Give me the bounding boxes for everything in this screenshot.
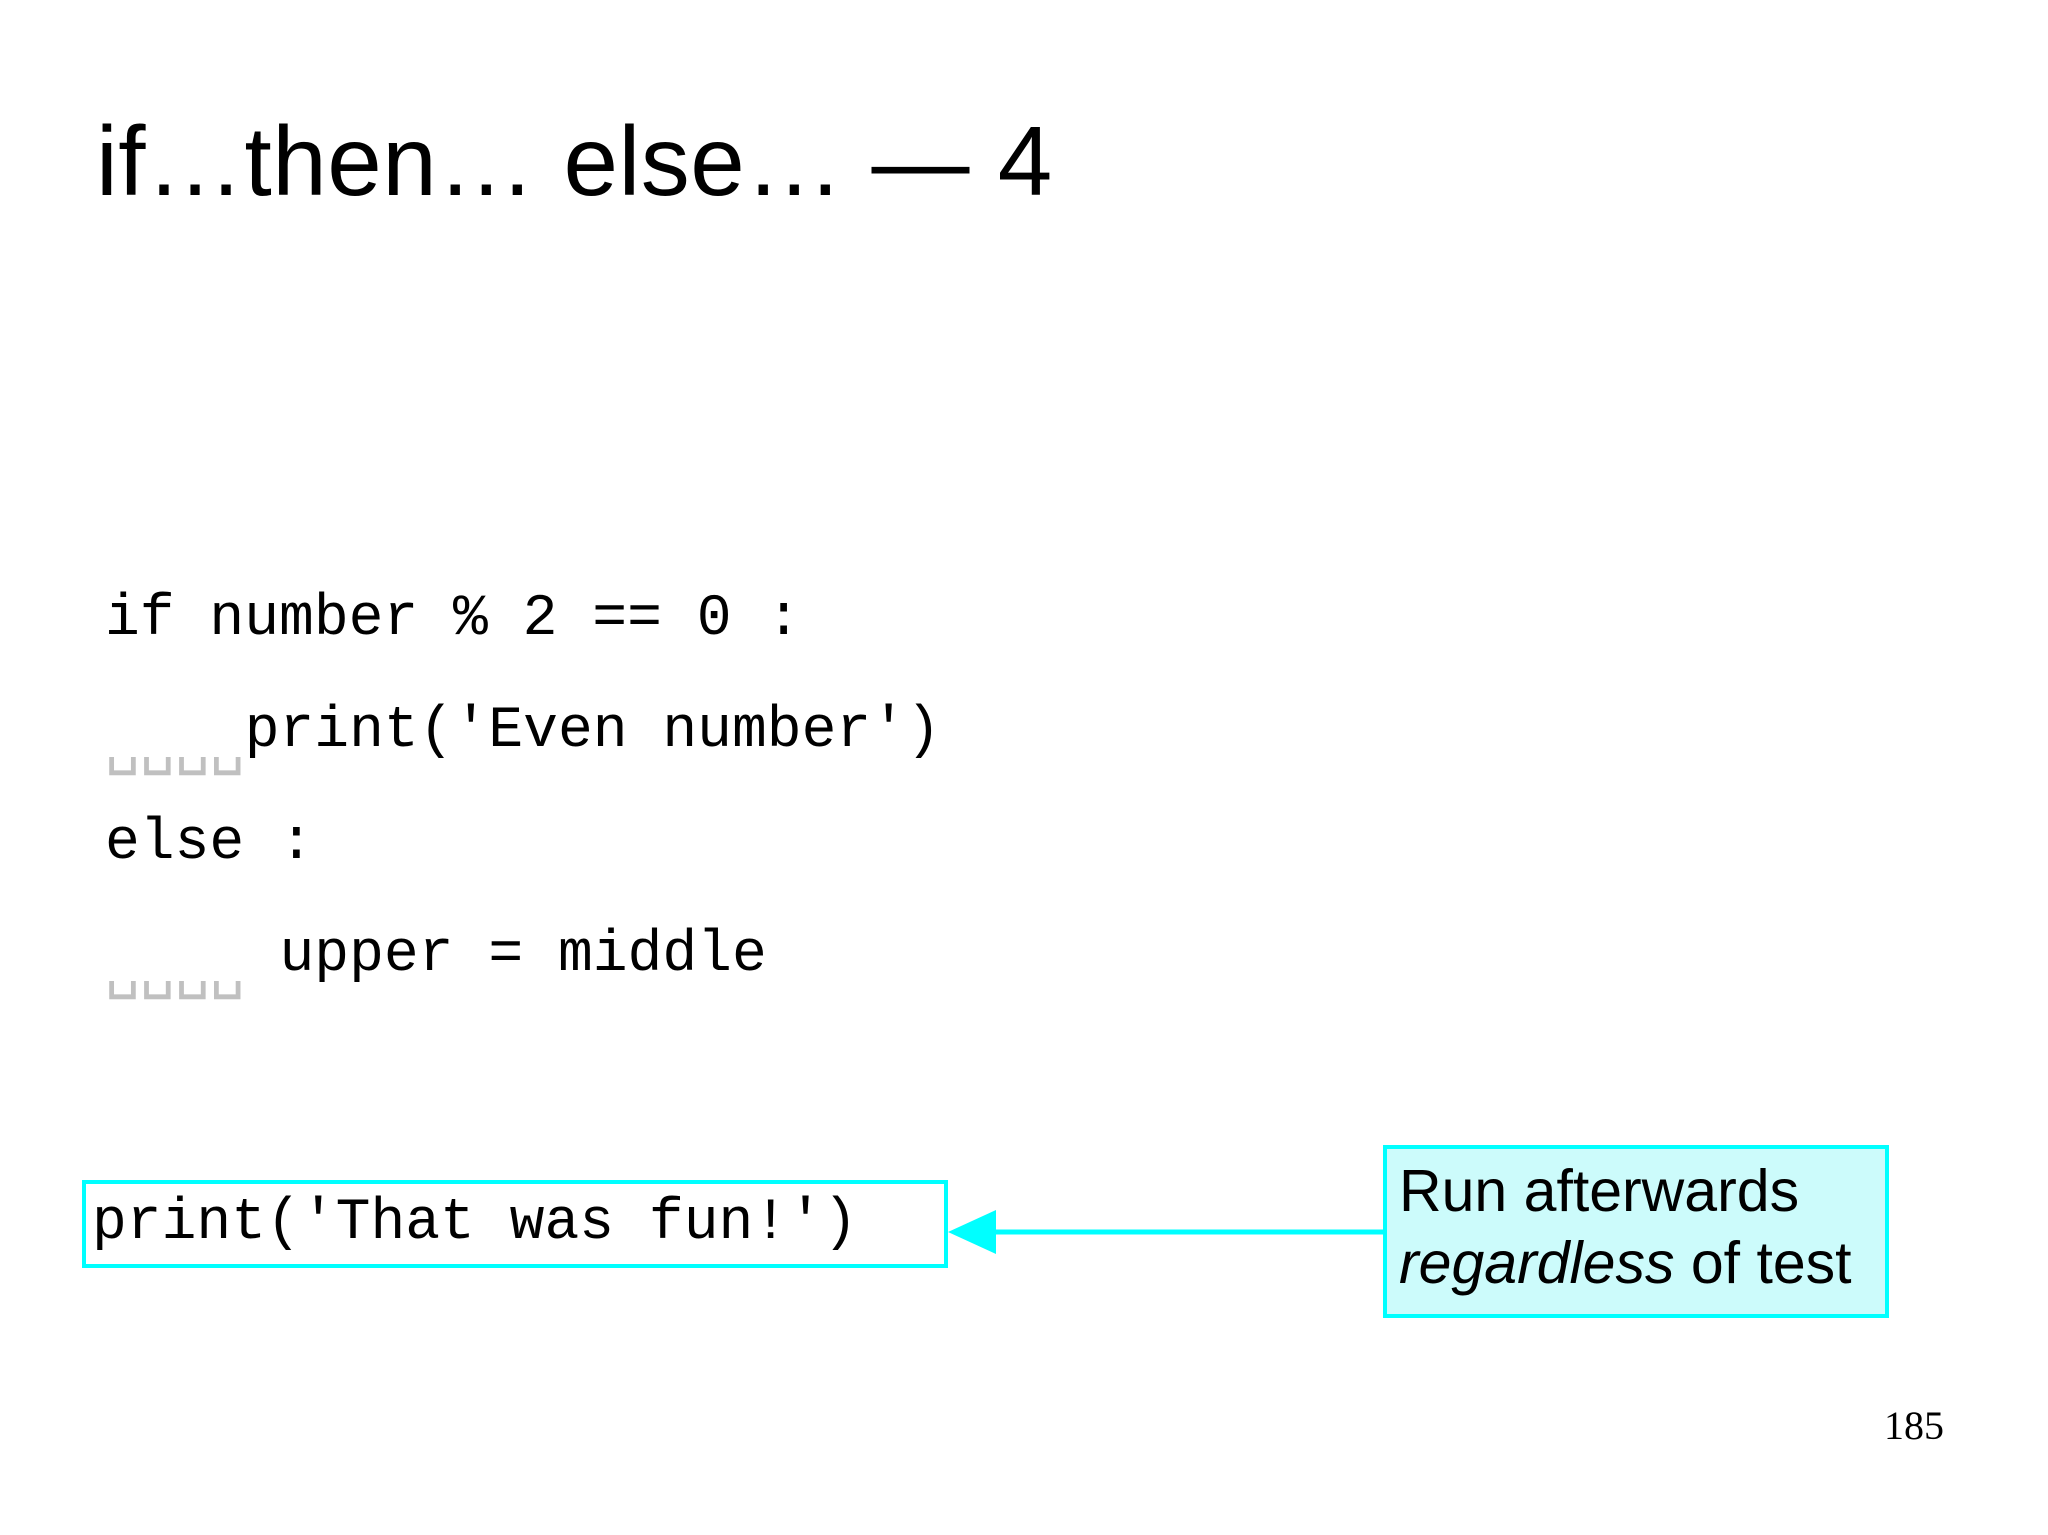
code-line-text: else : bbox=[105, 811, 314, 876]
page-number: 185 bbox=[1884, 1403, 1944, 1448]
code-line: if number % 2 == 0 : bbox=[105, 590, 1305, 702]
indent-markers: ␣␣␣␣ bbox=[105, 939, 245, 1004]
callout-box: Run afterwards regardless of test bbox=[1383, 1145, 1889, 1318]
highlighted-code-text: print('That was fun!') bbox=[92, 1191, 858, 1256]
callout-emphasis-text: regardless bbox=[1399, 1230, 1675, 1296]
code-block: if number % 2 == 0 : ␣␣␣␣print('Even num… bbox=[105, 590, 1305, 1038]
callout-text-suffix: of test bbox=[1674, 1230, 1852, 1296]
callout-arrow-icon bbox=[948, 1210, 1388, 1254]
callout-text-primary: Run afterwards bbox=[1399, 1158, 1800, 1224]
page-title: if…then… else… — 4 bbox=[96, 106, 1053, 216]
code-line: else : bbox=[105, 814, 1305, 926]
code-line: ␣␣␣␣print('Even number') bbox=[105, 702, 1305, 814]
indent-markers: ␣␣␣␣ bbox=[105, 715, 245, 780]
highlighted-code-line-box: print('That was fun!') bbox=[82, 1180, 948, 1268]
code-line-text: upper = middle bbox=[244, 923, 767, 988]
code-line: ␣␣␣␣ upper = middle bbox=[105, 926, 1305, 1038]
code-line-text: print('Even number') bbox=[244, 699, 941, 764]
code-line-text: if number % 2 == 0 : bbox=[105, 587, 802, 652]
callout-line-2: regardless of test bbox=[1399, 1227, 1875, 1299]
callout-line-1: Run afterwards bbox=[1399, 1155, 1875, 1227]
